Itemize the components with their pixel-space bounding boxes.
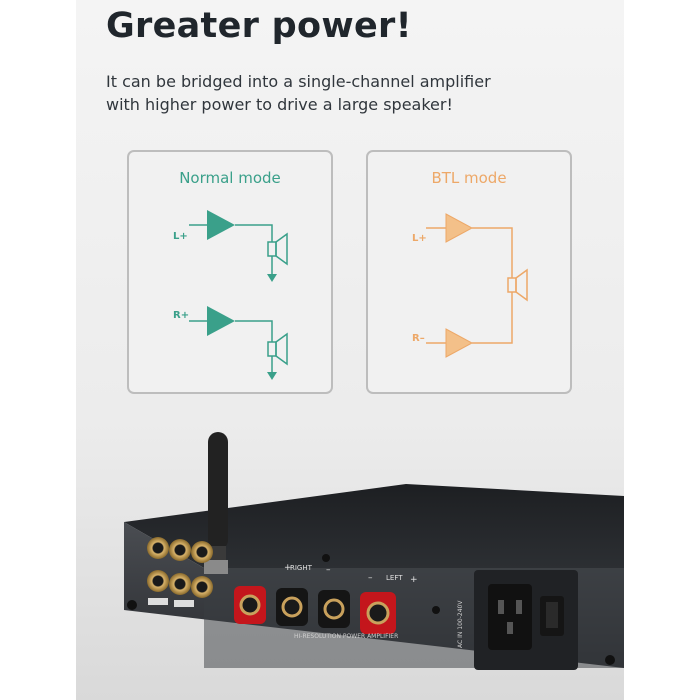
normal-mode-card: Normal mode L+ R+: [127, 150, 333, 394]
amplifier-triangle-icon: [445, 328, 474, 358]
amplifier-triangle-icon: [207, 210, 235, 240]
btl-right-output-wire: [472, 292, 513, 344]
speaker-right-label: RIGHT: [290, 564, 313, 572]
normal-left-output-wire: [235, 224, 273, 242]
speaker-binding-posts: [234, 586, 396, 634]
amplifier-triangle-icon: [207, 306, 235, 336]
normal-right-output-wire: [235, 320, 273, 342]
product-label: HI-RESOLUTION POWER AMPLIFIER: [294, 633, 398, 640]
btl-input-right-label: R–: [412, 333, 425, 344]
rca-jack-icon: [191, 576, 213, 598]
subtitle-line-1: It can be bridged into a single-channel …: [106, 72, 491, 91]
ground-arrow-icon: [267, 372, 277, 380]
screw-icon: [127, 600, 137, 610]
normal-mode-diagram: L+ R+: [173, 210, 288, 380]
right-plus-sign: +: [284, 563, 292, 573]
amplifier-triangle-icon: [445, 213, 474, 243]
left-minus-sign: –: [368, 573, 373, 583]
speaker-icon: [267, 332, 288, 366]
power-socket-icon: [488, 584, 532, 650]
speaker-left-label: LEFT: [386, 574, 403, 582]
rca-jack-icon: [147, 537, 169, 559]
normal-mode-title: Normal mode: [179, 169, 281, 187]
speaker-icon: [507, 268, 528, 302]
btl-left-output-wire: [472, 227, 513, 278]
rca-jack-icon: [191, 541, 213, 563]
power-inlet: AC IN 100-240V: [457, 570, 578, 670]
antenna-icon: [204, 432, 228, 574]
btl-mode-title: BTL mode: [431, 169, 507, 187]
subtitle: It can be bridged into a single-channel …: [106, 70, 606, 116]
subtitle-line-2: with higher power to drive a large speak…: [106, 95, 453, 114]
amplifier-rear-panel-illustration: RIGHT LEFT + – – + HI-RESOLUTION POWER A…: [124, 432, 624, 670]
ground-arrow-icon: [267, 274, 277, 282]
rca-jack-icon: [147, 570, 169, 592]
rca-jack-icon: [169, 573, 191, 595]
right-minus-sign: –: [326, 565, 331, 575]
speaker-icon: [267, 232, 288, 266]
left-plus-sign: +: [410, 575, 418, 585]
screw-icon: [322, 554, 330, 562]
headline: Greater power!: [106, 6, 412, 46]
btl-mode-card: BTL mode L+ R–: [366, 150, 572, 394]
normal-input-right-label: R+: [173, 310, 189, 321]
screw-icon: [432, 606, 440, 614]
rca-input-jacks: [147, 537, 213, 607]
rca-jack-icon: [169, 539, 191, 561]
screw-icon: [605, 655, 615, 665]
amplifier-top-cover: [124, 484, 624, 568]
btl-input-left-label: L+: [412, 233, 427, 244]
btl-mode-diagram: L+ R–: [412, 213, 528, 358]
power-rating-label: AC IN 100-240V: [457, 600, 464, 648]
normal-input-left-label: L+: [173, 231, 188, 242]
